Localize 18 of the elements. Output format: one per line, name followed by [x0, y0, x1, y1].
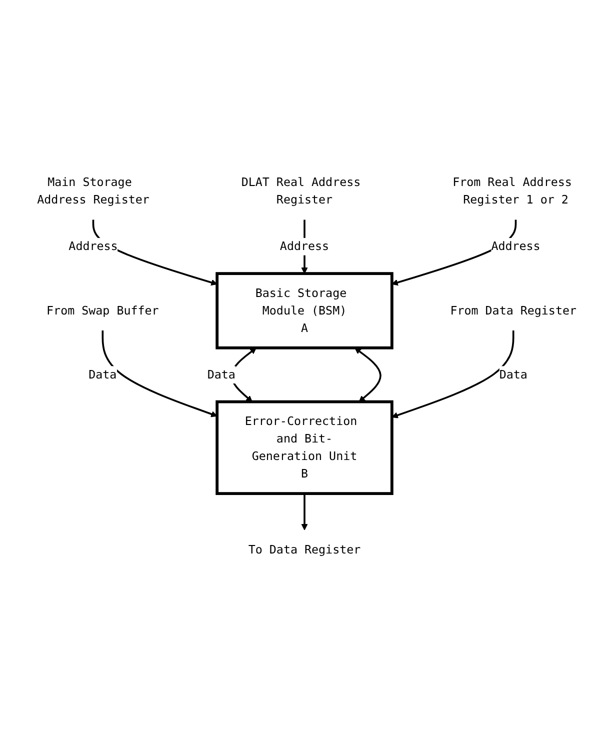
node-text: From Real Address Register 1 or 2	[452, 175, 572, 206]
edge-label: Address	[280, 239, 330, 254]
node-text: From Data Register	[450, 303, 577, 318]
node-text: To Data Register	[248, 542, 361, 556]
edge-label: Address	[68, 239, 118, 254]
node-box: Error-Correction and Bit-Generation Unit B	[216, 400, 394, 495]
arrow	[392, 330, 514, 418]
arrow	[301, 493, 308, 530]
node-text: Main Storage Address Register	[37, 175, 150, 206]
edge-label: Address	[491, 239, 540, 254]
node-box: Basic Storage Module (BSM) A	[216, 272, 394, 350]
node-text: From Swap Buffer	[46, 303, 159, 318]
arrow	[354, 348, 382, 402]
edge-label: Data	[499, 367, 528, 382]
edge-label: Data	[88, 367, 117, 382]
node-text: DLAT Real Address Register	[241, 175, 361, 206]
arrow	[102, 330, 218, 418]
edge-label: Data	[207, 367, 236, 382]
